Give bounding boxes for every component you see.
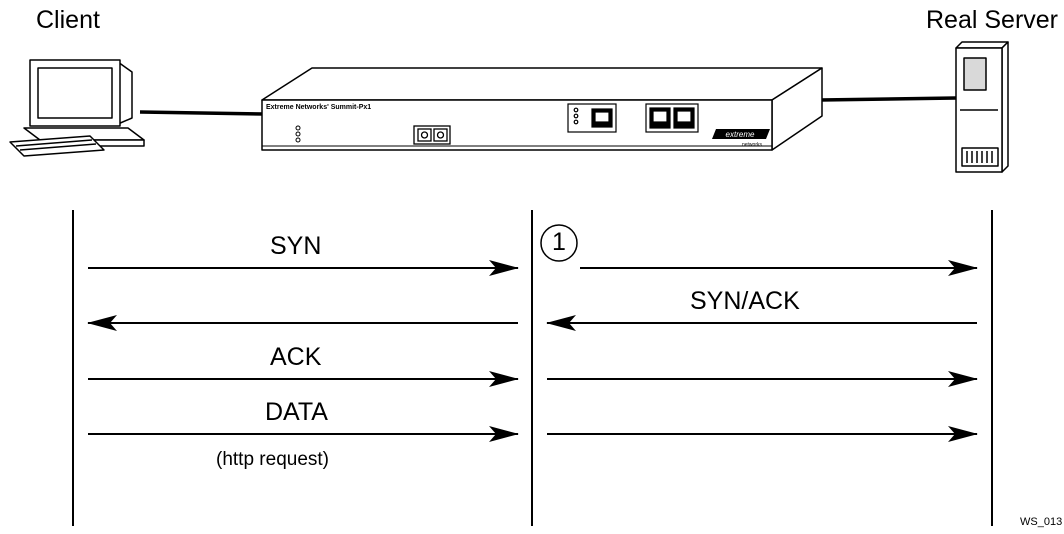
figure-id-label: WS_013 <box>1020 516 1063 528</box>
synack-label: SYN/ACK <box>690 287 800 315</box>
fiber-port-icon <box>413 125 451 145</box>
server-icon <box>955 41 1009 173</box>
server-label: Real Server <box>926 6 1058 34</box>
data-note-label: (http request) <box>216 449 329 470</box>
device-model-label: Extreme Networks' Summit-Px1 <box>266 104 371 111</box>
mgmt-port-icon <box>567 103 617 133</box>
brand-logo-subtext: networks <box>742 142 763 148</box>
summit-switch-device <box>261 67 823 151</box>
step-marker-circle <box>540 224 578 262</box>
client-cable <box>139 110 265 116</box>
status-leds-icon <box>295 125 301 143</box>
ack-label: ACK <box>270 343 322 371</box>
brand-logo-text: extreme <box>726 130 755 139</box>
server-cable <box>819 96 957 102</box>
syn-label: SYN <box>270 232 322 260</box>
data-label: DATA <box>265 398 328 426</box>
client-computer-icon <box>9 59 145 157</box>
client-label: Client <box>36 6 100 34</box>
step-marker-label: 1 <box>552 228 566 256</box>
ethernet-ports-icon <box>645 103 699 133</box>
brand-logo: extreme networks <box>712 129 770 148</box>
